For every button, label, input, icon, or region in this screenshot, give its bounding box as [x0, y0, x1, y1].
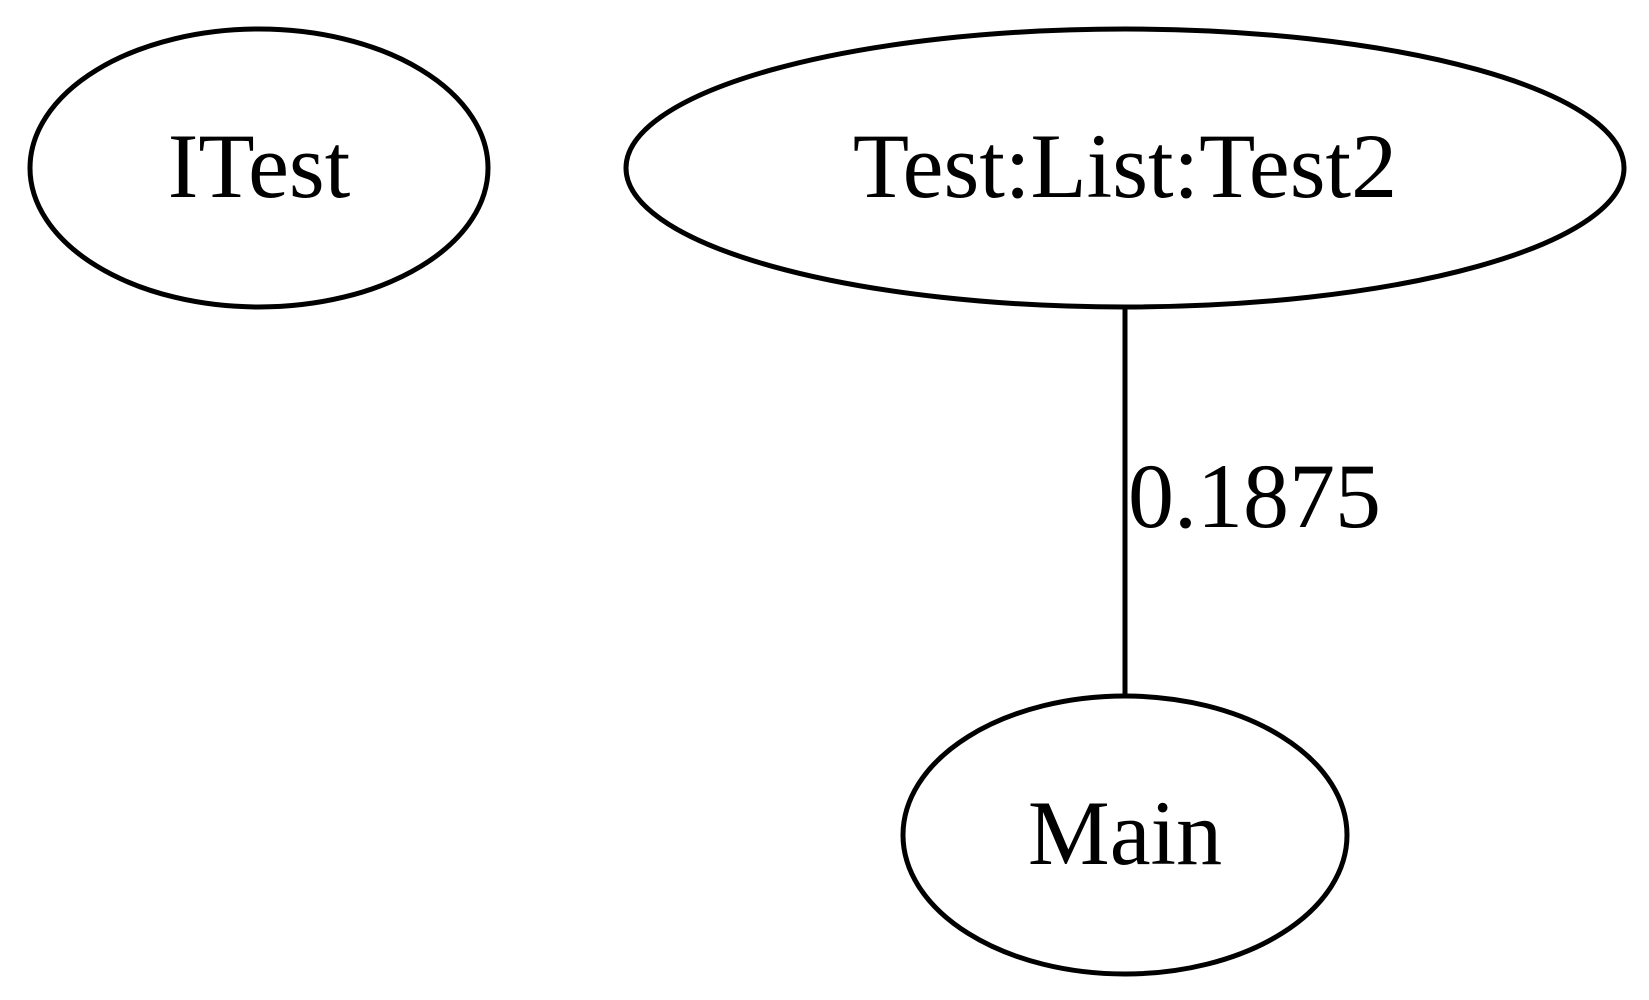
node-test-list-test2-label: Test:List:Test2: [853, 115, 1397, 217]
node-test-list-test2: Test:List:Test2: [623, 26, 1627, 310]
node-main-label: Main: [1028, 782, 1222, 884]
node-itest: ITest: [27, 26, 491, 310]
node-test-list-test2-ellipse: [623, 26, 1627, 310]
node-itest-label: ITest: [168, 115, 351, 217]
node-main-ellipse: [900, 693, 1350, 977]
node-itest-ellipse: [27, 26, 491, 310]
edge-weight-label: 0.1875: [1128, 445, 1381, 547]
edge-test-list-test2-to-main: 0.1875: [1122, 307, 1381, 696]
node-main: Main: [900, 693, 1350, 977]
